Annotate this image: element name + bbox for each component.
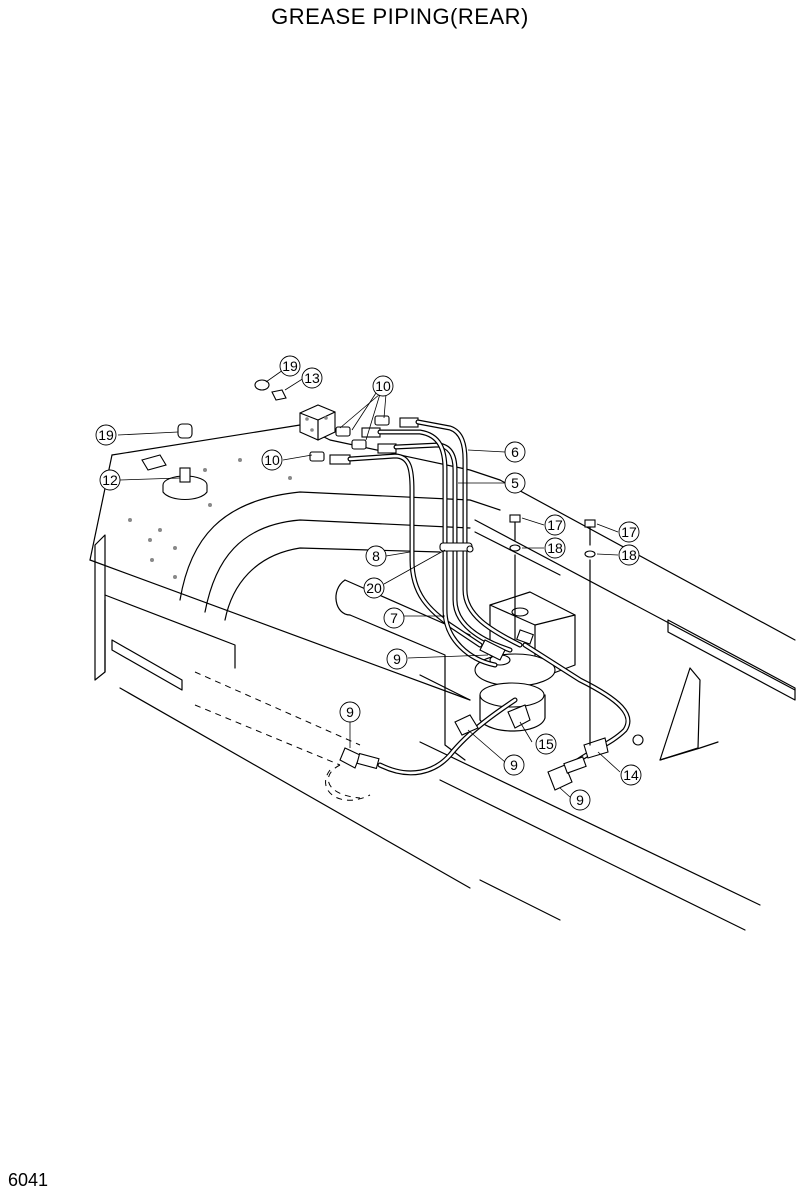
page-title: GREASE PIPING(REAR) (271, 4, 529, 29)
callout-9-left: 9 (339, 701, 361, 723)
nipple-13 (271, 389, 287, 401)
svg-text:10: 10 (264, 452, 280, 468)
svg-text:5: 5 (511, 475, 519, 491)
svg-text:19: 19 (282, 358, 298, 374)
callout-7: 7 (383, 607, 405, 629)
grease-nipple-12 (141, 454, 208, 501)
svg-text:17: 17 (621, 524, 637, 540)
callout-17-b: 17 (618, 521, 640, 543)
fittings-10 (309, 415, 419, 465)
callout-9-center: 9 (386, 648, 408, 670)
callout-14: 14 (620, 764, 642, 786)
callout-18-b: 18 (618, 544, 640, 566)
svg-text:9: 9 (393, 651, 401, 667)
washers-18 (509, 544, 596, 746)
svg-text:9: 9 (510, 757, 518, 773)
elbow-fittings-9 (339, 629, 587, 791)
svg-text:12: 12 (102, 472, 118, 488)
callout-20: 20 (363, 577, 385, 599)
svg-text:7: 7 (390, 610, 398, 626)
svg-text:6: 6 (511, 444, 519, 460)
plate-holes (128, 458, 292, 579)
callout-8: 8 (365, 545, 387, 567)
cap-19-left (177, 423, 193, 439)
callouts: 19 13 10 19 12 10 6 5 17 18 17 18 8 20 7… (95, 355, 642, 811)
callout-15: 15 (535, 733, 557, 755)
svg-text:10: 10 (375, 378, 391, 394)
svg-text:19: 19 (98, 427, 114, 443)
svg-text:9: 9 (346, 704, 354, 720)
svg-text:20: 20 (366, 580, 382, 596)
callout-6: 6 (504, 441, 526, 463)
grease-block (299, 404, 336, 441)
svg-text:17: 17 (547, 517, 563, 533)
hoses (347, 419, 631, 776)
callout-17-a: 17 (544, 514, 566, 536)
svg-text:9: 9 (576, 792, 584, 808)
svg-text:8: 8 (372, 548, 380, 564)
svg-text:15: 15 (538, 736, 554, 752)
callout-19-top: 19 (279, 355, 301, 377)
svg-text:14: 14 (623, 767, 639, 783)
callout-18-a: 18 (544, 537, 566, 559)
callout-10-top: 10 (372, 375, 394, 397)
frame-structure (89, 424, 796, 931)
leader-lines (117, 369, 621, 798)
callout-5: 5 (504, 472, 526, 494)
callout-10-left: 10 (261, 449, 283, 471)
callout-19-left: 19 (95, 424, 117, 446)
svg-text:18: 18 (621, 547, 637, 563)
bolts-17 (509, 514, 596, 546)
page-number: 6041 (8, 1170, 49, 1190)
callout-12: 12 (99, 469, 121, 491)
svg-text:13: 13 (304, 370, 320, 386)
callout-9-right: 9 (569, 789, 591, 811)
cap-19-top (254, 379, 270, 391)
callout-13: 13 (301, 367, 323, 389)
callout-9-lower: 9 (503, 754, 525, 776)
svg-text:18: 18 (547, 540, 563, 556)
